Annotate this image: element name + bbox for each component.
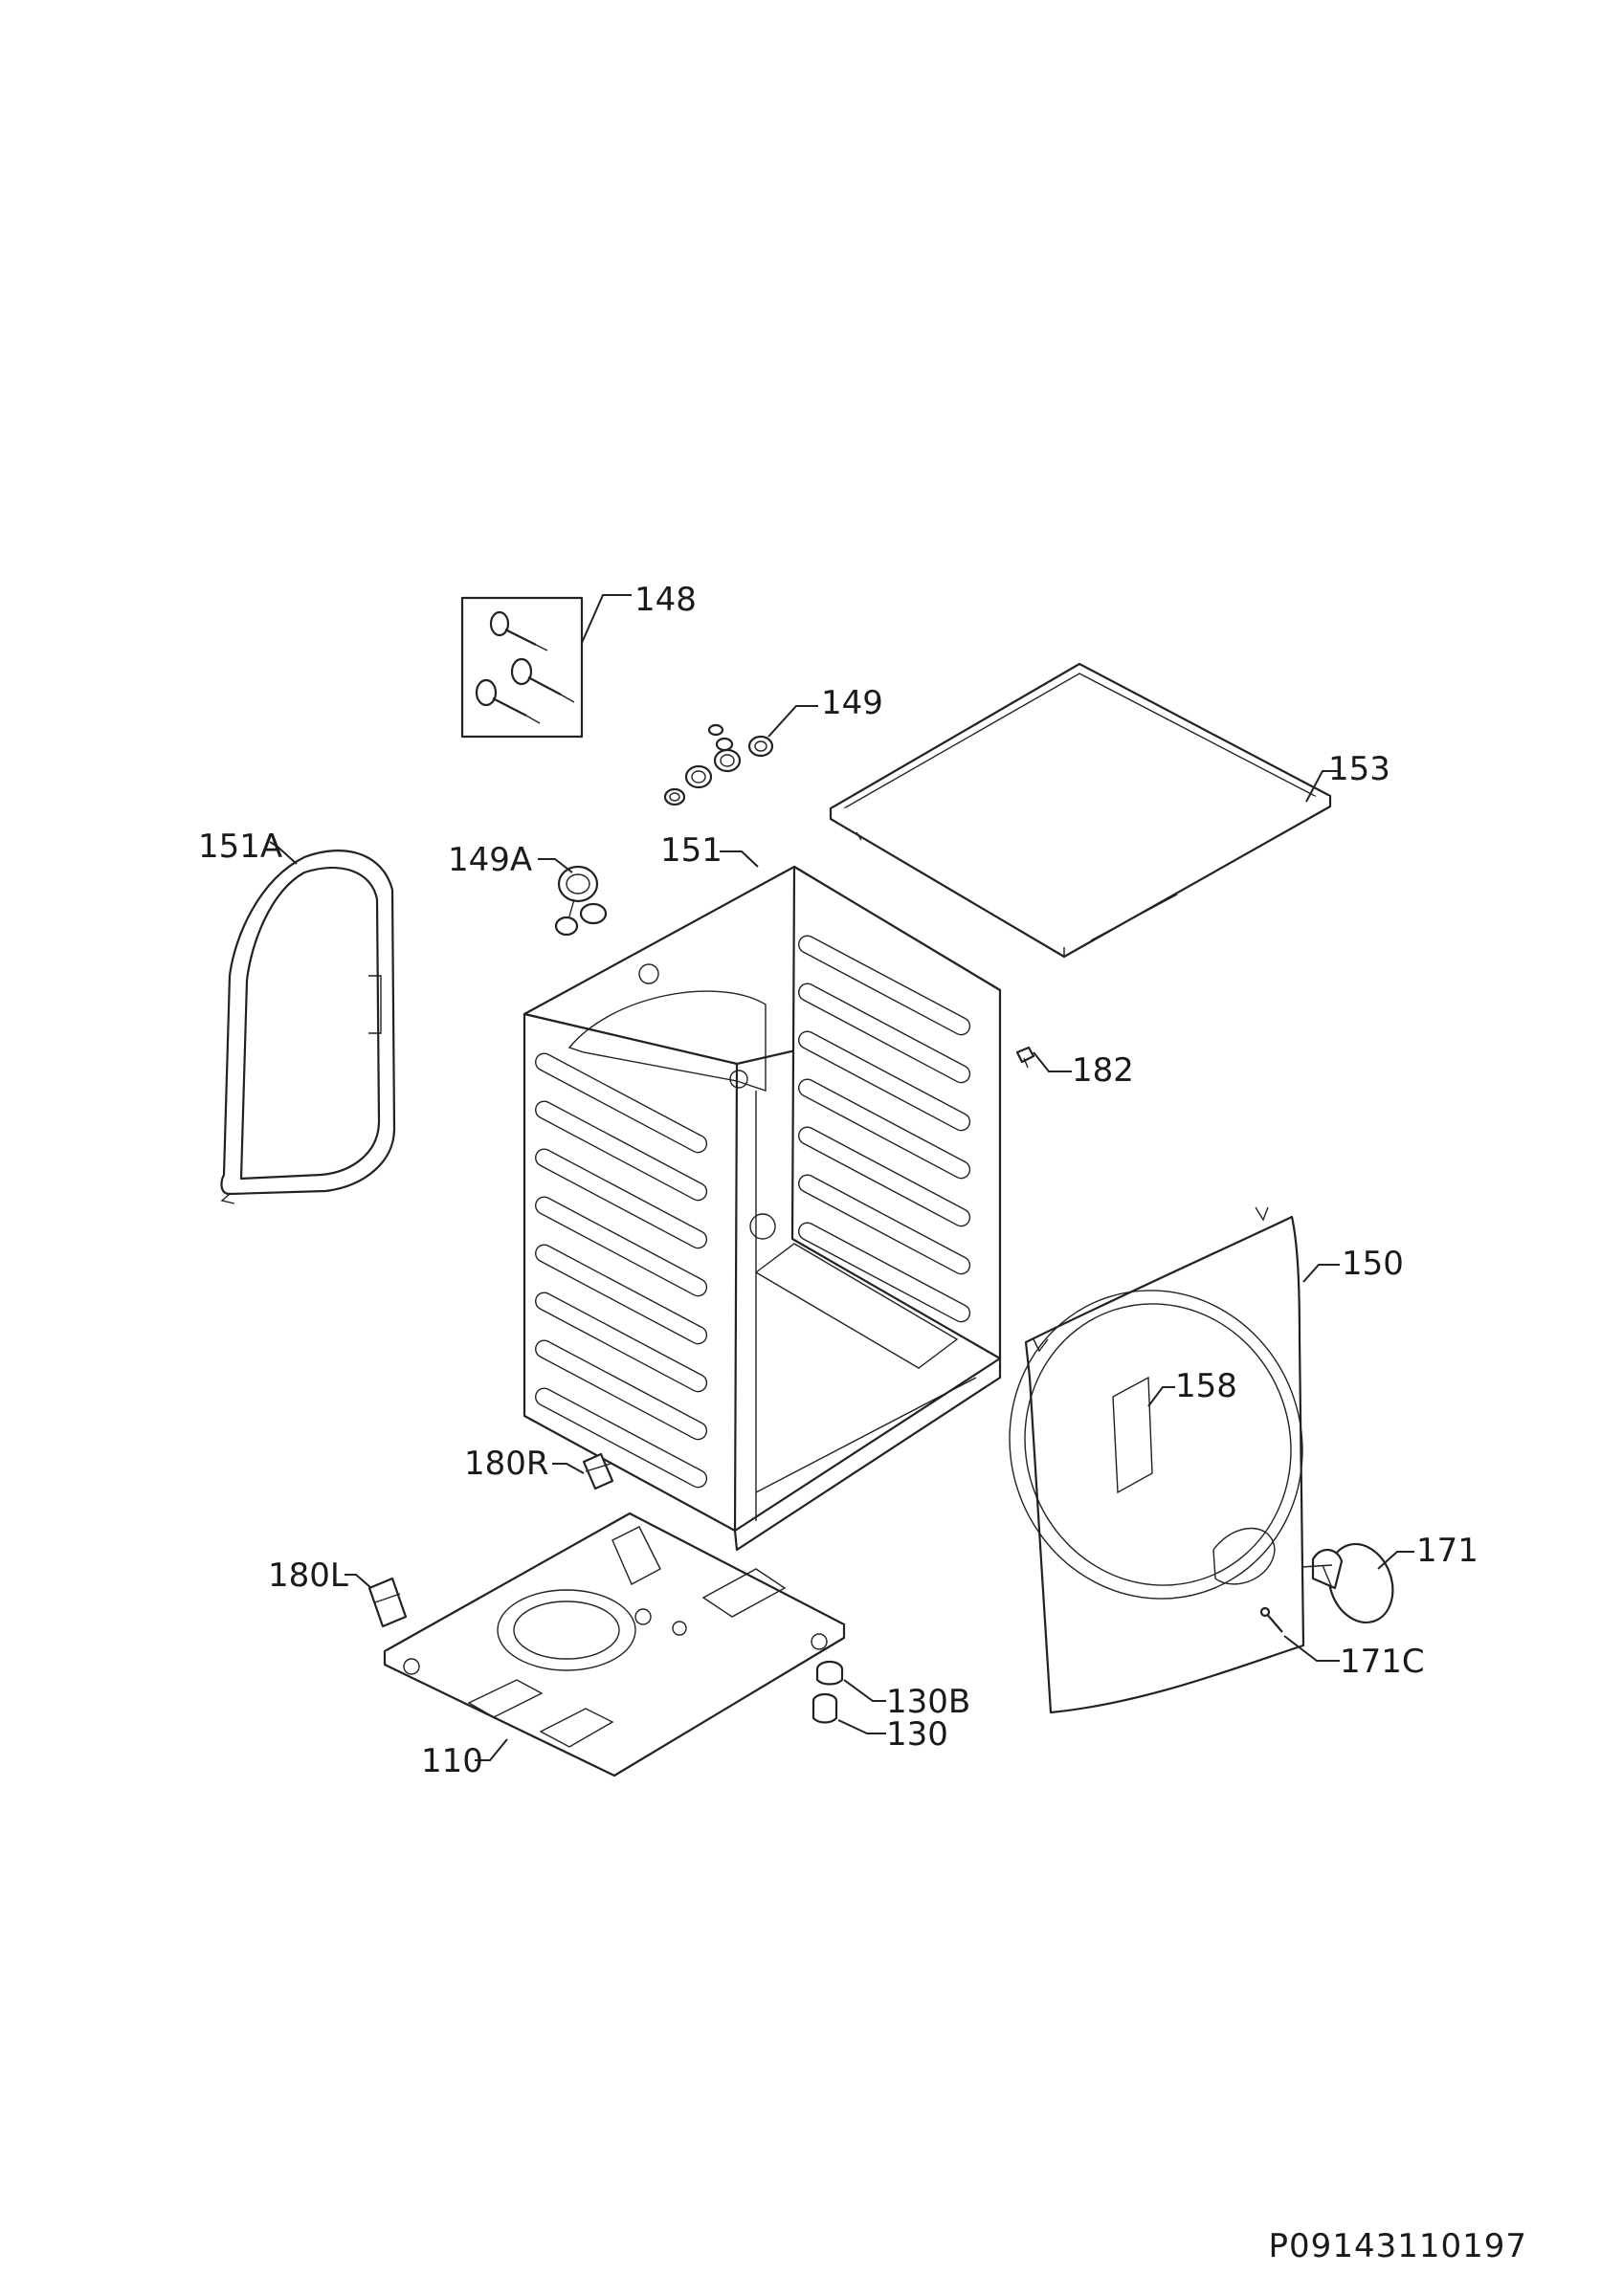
part-180R-hook: [582, 1452, 614, 1490]
drawing-code: P09143110197: [1268, 2227, 1527, 2265]
leader-180R: [552, 1463, 585, 1474]
part-130-foot: [812, 1692, 838, 1724]
label-180R: 180R: [464, 1445, 549, 1483]
label-150: 150: [1342, 1245, 1404, 1283]
label-149A: 149A: [448, 841, 532, 879]
leader-150: [1302, 1264, 1340, 1283]
leader-148: [581, 594, 632, 644]
label-171: 171: [1416, 1532, 1478, 1570]
label-158: 158: [1175, 1367, 1237, 1405]
label-182: 182: [1072, 1051, 1134, 1090]
label-130: 130: [886, 1715, 948, 1754]
part-151A-seal-frame: [220, 850, 396, 1204]
leader-149A: [538, 858, 573, 873]
label-180L: 180L: [268, 1556, 348, 1595]
part-153-top-cover: [829, 662, 1332, 959]
label-149: 149: [821, 684, 883, 722]
label-130B: 130B: [886, 1683, 970, 1721]
part-130B-foot: [815, 1660, 844, 1686]
part-110-base: [383, 1512, 846, 1777]
leader-171C: [1283, 1635, 1340, 1662]
leader-149: [767, 705, 818, 738]
part-171-filter-cover: [1301, 1542, 1394, 1624]
part-150-front-panel: [1009, 1206, 1305, 1714]
leader-158: [1147, 1386, 1175, 1407]
part-149A-clamp: [554, 865, 608, 937]
leader-153: [1305, 770, 1340, 803]
leader-130B: [843, 1679, 886, 1702]
label-148: 148: [634, 581, 697, 619]
part-180L-hook: [367, 1577, 408, 1628]
label-153: 153: [1328, 750, 1390, 788]
leader-110: [475, 1738, 508, 1761]
leader-180L: [345, 1574, 372, 1589]
part-171C-pin: [1259, 1606, 1283, 1633]
leader-182: [1033, 1051, 1072, 1072]
leader-151A: [277, 846, 298, 865]
leader-151: [720, 850, 759, 868]
leader-130: [837, 1719, 886, 1734]
label-171C: 171C: [1340, 1643, 1425, 1681]
part-151-cabinet: [522, 865, 1002, 1552]
label-110: 110: [421, 1742, 483, 1780]
label-151: 151: [660, 831, 723, 870]
part-182-screw: [1015, 1046, 1035, 1069]
part-148-transport-bolts: [460, 596, 584, 739]
part-149-caps: [663, 723, 774, 806]
label-151A: 151A: [198, 828, 282, 866]
leader-171: [1377, 1551, 1414, 1570]
